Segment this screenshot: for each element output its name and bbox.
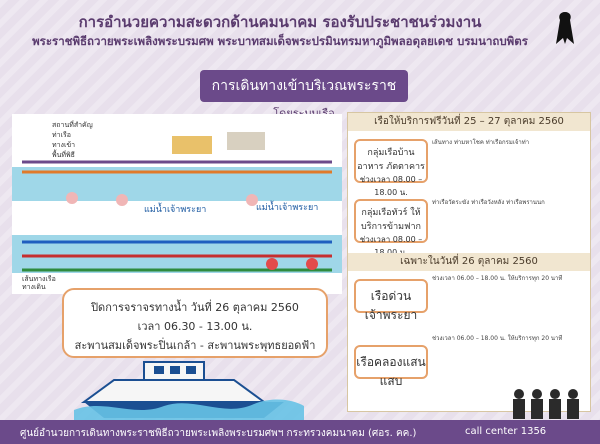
closing-line-1: ปิดการจราจรทางน้ำ วันที่ 26 ตุลาคม 2560 — [91, 301, 299, 314]
label-tour-boat: กลุ่มเรือทัวร์ ให้บริการข้ามฟาก ช่วงเวลา… — [354, 199, 428, 257]
label-food-boat-name: กลุ่มเรือบ้านอาหาร ภัตตาคาร — [357, 148, 425, 172]
closing-line-3: สะพานสมเด็จพระปิ่นเกล้า - สะพานพระพุทธยอ… — [74, 339, 316, 352]
route-map: สถานที่สำคัญ ท่าเรือ ทางเข้า พื้นที่พิธี… — [12, 114, 342, 294]
mourning-ribbon-icon — [556, 12, 574, 44]
label-tour-boat-name: กลุ่มเรือทัวร์ ให้บริการข้ามฟาก — [361, 208, 421, 232]
desc-tour-boat: ท่าเรือวัดระฆัง ท่าเรือวังหลัง ท่าเรือพร… — [432, 199, 545, 206]
legend-line-1: เส้นทางเรือ — [22, 275, 56, 283]
boat-illustration — [74, 361, 304, 420]
label-khlong-saen-saeb: เรือคลองแสนแสบ — [354, 345, 428, 388]
legend-item-1: ท่าเรือ — [52, 131, 71, 139]
river-label: แม่น้ำเจ้าพระยา — [144, 205, 207, 215]
section-oct26: เฉพาะในวันที่ 26 ตุลาคม 2560 — [348, 253, 590, 271]
call-center: call center 1356 — [465, 426, 547, 437]
people-illustration — [513, 389, 579, 419]
legend-item-2: ทางเข้า — [52, 141, 76, 149]
label-tour-boat-time: ช่วงเวลา 08.00 – 18.00 น. — [359, 235, 423, 257]
desc-khlong-saen-saeb: ช่วงเวลา 06.00 – 18.00 น. ให้บริการทุก 2… — [432, 335, 563, 342]
legend-title: สถานที่สำคัญ — [52, 121, 93, 129]
river-label-2: แม่น้ำเจ้าพระยา — [256, 203, 319, 213]
footer-center-name: ศูนย์อำนวยการเดินทางพระราชพิธีถวายพระเพล… — [20, 428, 417, 439]
route-banner: การเดินทางเข้าบริเวณพระราชพิธีฯ — [200, 70, 408, 126]
page-title: การอำนวยความสะดวกด้านคมนาคม รองรับประชาช… — [78, 13, 482, 31]
service-panel: เรือให้บริการฟรีวันที่ 25 – 27 ตุลาคม 25… — [347, 112, 591, 412]
label-chao-phraya-express-name: เรือด่วนเจ้าพระยา — [364, 289, 418, 322]
closing-notice: ปิดการจราจรทางน้ำ วันที่ 26 ตุลาคม 2560 … — [62, 288, 328, 358]
label-food-boat: กลุ่มเรือบ้านอาหาร ภัตตาคาร ช่วงเวลา 08.… — [354, 139, 428, 197]
label-khlong-saen-saeb-name: เรือคลองแสนแสบ — [356, 355, 426, 388]
footer: ศูนย์อำนวยการเดินทางพระราชพิธีถวายพระเพล… — [0, 420, 600, 444]
label-chao-phraya-express: เรือด่วนเจ้าพระยา — [354, 279, 428, 322]
page-subtitle: พระราชพิธีถวายพระเพลิงพระบรมศพ พระบาทสมเ… — [32, 34, 528, 48]
label-food-boat-time: ช่วงเวลา 08.00 – 18.00 น. — [359, 175, 423, 197]
legend-item-3: พื้นที่พิธี — [52, 151, 75, 159]
desc-chao-phraya-express: ช่วงเวลา 06.00 – 18.00 น. ให้บริการทุก 2… — [432, 275, 563, 282]
section-free-service: เรือให้บริการฟรีวันที่ 25 – 27 ตุลาคม 25… — [348, 113, 590, 131]
map-drawing — [12, 114, 342, 294]
closing-line-2: เวลา 06.30 - 13.00 น. — [137, 320, 253, 333]
legend-line-2: ทางเดิน — [22, 283, 46, 291]
desc-food-boat: เส้นทาง ท่ามหาโชค ท่าเรือกรมเจ้าท่า — [432, 139, 530, 146]
